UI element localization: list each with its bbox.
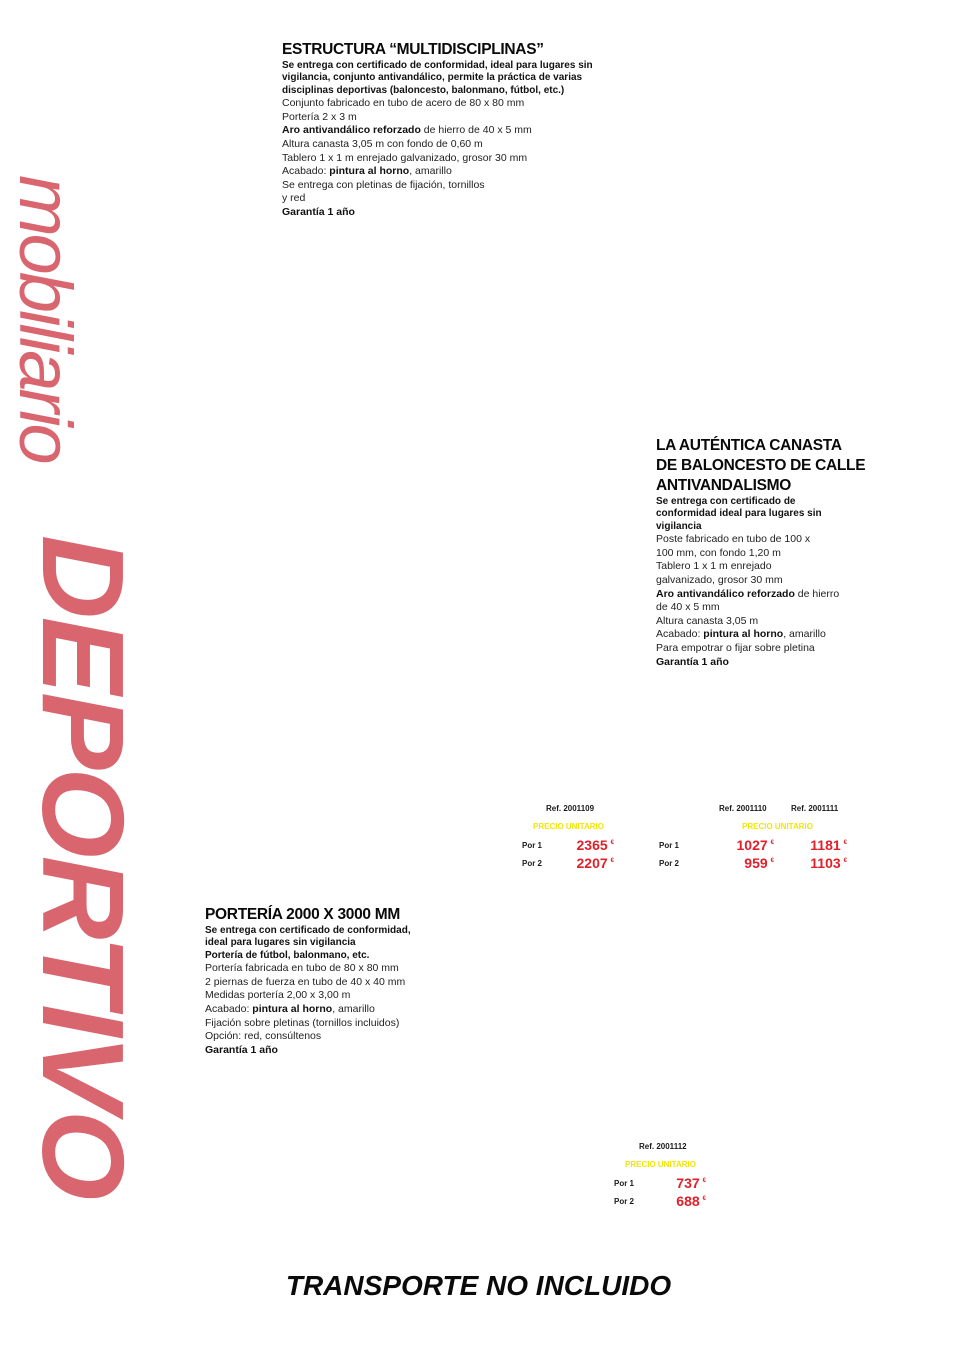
unit-price-label: PRECIO UNITARIO xyxy=(533,822,604,831)
product-multidisciplinas: ESTRUCTURA “MULTIDISCIPLINAS” Se entrega… xyxy=(282,40,612,220)
price-number: 1103 xyxy=(810,855,841,871)
price-number: 2207 xyxy=(576,855,608,871)
product-intro-line: Se entrega con certificado de xyxy=(656,496,796,507)
guarantee: Garantía 1 año xyxy=(656,655,729,668)
spec-line: Fijación sobre pletinas (tornillos inclu… xyxy=(205,1016,400,1029)
price-value: 2207€ xyxy=(560,855,615,871)
side-title: mobiliario DEPORTIVO xyxy=(0,0,148,1350)
spec-line: de 40 x 5 mm xyxy=(656,601,720,614)
spec-bold: Aro antivandálico reforzado xyxy=(656,587,795,600)
guarantee: Garantía 1 año xyxy=(282,205,355,218)
product-title-line: ANTIVANDALISMO xyxy=(656,477,792,494)
product-canasta: LA AUTÉNTICA CANASTA DE BALONCESTO DE CA… xyxy=(656,436,866,669)
product-title-line: LA AUTÉNTICA CANASTA xyxy=(656,437,842,454)
spec-bold: pintura al horno xyxy=(703,628,784,641)
spec-text: Acabado: xyxy=(282,165,330,178)
spec-line: Tablero 1 x 1 m enrejado galvanizado, gr… xyxy=(282,151,528,164)
currency-symbol: € xyxy=(610,840,614,847)
guarantee: Garantía 1 año xyxy=(205,1043,278,1056)
spec-line: Tablero 1 x 1 m enrejado xyxy=(656,560,772,573)
spec-line: Altura canasta 3,05 m con fondo de 0,60 … xyxy=(282,138,483,150)
product-intro-line: vigilancia xyxy=(656,520,702,532)
spec-line: 2 piernas de fuerza en tubo de 40 x 40 m… xyxy=(205,975,406,988)
spec-line: galvanizado, grosor 30 mm xyxy=(656,574,783,586)
qty-label: Por 2 xyxy=(614,1197,635,1206)
product-porteria: PORTERÍA 2000 X 3000 MM Se entrega con c… xyxy=(205,905,465,1057)
spec-line: Altura canasta 3,05 m xyxy=(656,614,759,627)
spec-bold: Aro antivandálico reforzado xyxy=(282,124,421,137)
currency-symbol: € xyxy=(610,858,614,865)
ref-label: Ref. 2001111 xyxy=(791,804,839,813)
currency-symbol: € xyxy=(843,858,847,865)
spec-line: Portería fabricada en tubo de 80 x 80 mm xyxy=(205,962,399,975)
price-number: 737 xyxy=(676,1175,700,1191)
spec-line: Medidas portería 2,00 x 3,00 m xyxy=(205,989,351,1002)
spec-line: Se entrega con pletinas de fijación, tor… xyxy=(282,178,485,191)
price-value: 1027€ xyxy=(716,837,775,853)
spec-text: , amarillo xyxy=(332,1003,375,1015)
currency-symbol: € xyxy=(843,840,847,847)
price-number: 1027 xyxy=(736,837,768,853)
spec-line: Para empotrar o fijar sobre pletina xyxy=(656,641,815,654)
spec-line: 100 mm, con fondo 1,20 m xyxy=(656,546,781,559)
ref-label: Ref. 2001109 xyxy=(546,804,595,813)
qty-label: Por 1 xyxy=(659,841,680,850)
spec-line: Portería 2 x 3 m xyxy=(282,110,357,123)
product-intro-line: Se entrega con certificado de conformida… xyxy=(205,925,411,936)
spec-text: de hierro xyxy=(794,587,840,600)
spec-bold: pintura al horno xyxy=(252,1003,333,1015)
price-value: 688€ xyxy=(650,1193,706,1209)
spec-text: de hierro de 40 x 5 mm xyxy=(420,124,532,137)
price-number: 1181 xyxy=(810,837,841,853)
product-intro-line: disciplinas deportivas (baloncesto, balo… xyxy=(282,84,565,96)
qty-label: Por 2 xyxy=(522,859,543,868)
product-title: ESTRUCTURA “MULTIDISCIPLINAS” xyxy=(282,41,544,58)
qty-label: Por 1 xyxy=(522,841,543,850)
product-intro-line: vigilancia, conjunto antivandálico, perm… xyxy=(282,72,583,84)
spec-line: Acabado: pintura al horno, amarillo xyxy=(282,165,612,179)
spec-line: Aro antivandálico reforzado de hierro de… xyxy=(282,124,612,138)
unit-price-label: PRECIO UNITARIO xyxy=(625,1160,696,1169)
footer-transport-note: TRANSPORTE NO INCLUIDO xyxy=(285,1270,672,1301)
product-intro-line: ideal para lugares sin vigilancia xyxy=(205,937,356,949)
product-title: PORTERÍA 2000 X 3000 MM xyxy=(205,906,400,923)
product-intro-line: conformidad ideal para lugares sin xyxy=(656,508,822,520)
currency-symbol: € xyxy=(770,840,774,847)
price-value: 737€ xyxy=(650,1175,706,1191)
qty-label: Por 2 xyxy=(659,859,680,868)
currency-symbol: € xyxy=(702,1178,706,1185)
currency-symbol: € xyxy=(702,1196,706,1203)
spec-line: Poste fabricado en tubo de 100 x xyxy=(656,533,811,546)
spec-bold: pintura al horno xyxy=(329,165,410,178)
price-number: 959 xyxy=(744,855,768,871)
spec-line: y red xyxy=(282,192,306,205)
spec-text: , amarillo xyxy=(409,165,452,178)
price-number: 688 xyxy=(676,1193,700,1209)
spec-text: Acabado: xyxy=(656,628,704,641)
currency-symbol: € xyxy=(770,858,774,865)
product-intro-line: Se entrega con certificado de conformida… xyxy=(282,60,593,71)
spec-text: , amarillo xyxy=(783,628,826,641)
price-value: 959€ xyxy=(716,855,774,871)
side-title-script: mobiliario xyxy=(4,175,87,462)
price-value: 1181€ xyxy=(789,837,847,853)
spec-line: Conjunto fabricado en tubo de acero de 8… xyxy=(282,97,525,110)
spec-line: Acabado: pintura al horno, amarillo xyxy=(205,1003,465,1017)
ref-label: Ref. 2001110 xyxy=(719,804,767,813)
product-title-line: DE BALONCESTO DE CALLE xyxy=(656,457,866,474)
spec-line: Aro antivandálico reforzado de hierro xyxy=(656,588,866,602)
price-value: 2365€ xyxy=(560,837,615,853)
qty-label: Por 1 xyxy=(614,1179,635,1188)
price-number: 2365 xyxy=(576,837,608,853)
spec-line: Acabado: pintura al horno, amarillo xyxy=(656,628,866,642)
price-value: 1103€ xyxy=(789,855,847,871)
product-intro-line: Portería de fútbol, balonmano, etc. xyxy=(205,949,370,961)
ref-label: Ref. 2001112 xyxy=(639,1142,687,1151)
side-title-bold: DEPORTIVO xyxy=(18,535,148,1199)
spec-text: Acabado: xyxy=(205,1003,253,1015)
unit-price-label: PRECIO UNITARIO xyxy=(742,822,813,831)
spec-line: Opción: red, consúltenos xyxy=(205,1030,322,1043)
